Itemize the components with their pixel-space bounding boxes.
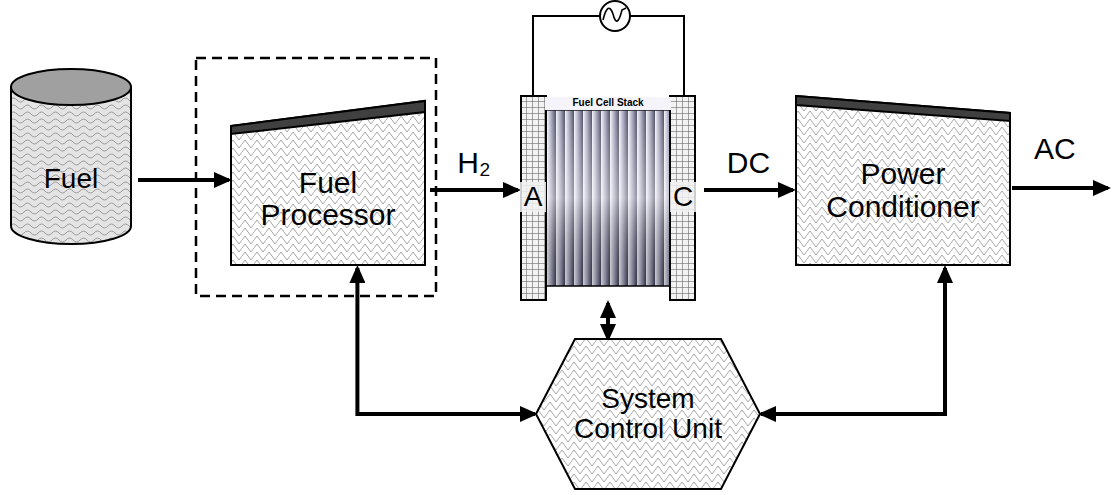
box-face: [796, 96, 1010, 265]
flow-arrow: [761, 268, 945, 414]
dashed-boundary: [196, 58, 436, 296]
output-label: AC: [1034, 134, 1076, 164]
box-face: [231, 101, 425, 265]
hexagon-face: [536, 339, 760, 489]
text-holder: Fuel Processor: [230, 100, 426, 266]
tank-lid: [11, 69, 131, 105]
output-arrow: [1012, 186, 1108, 190]
node-text: Fuel: [44, 164, 98, 194]
fuel-processor-box: Fuel Processor: [230, 100, 426, 266]
flow-label: H₂: [457, 148, 490, 178]
fuel-tank: Fuel: [10, 68, 132, 244]
anode-plate: [521, 96, 546, 300]
node-text: System Control Unit: [573, 384, 723, 444]
power-conditioner-box: Power Conditioner: [795, 95, 1011, 266]
electrode-label: A: [520, 182, 546, 212]
box-top-band: [231, 101, 425, 134]
electrode-label: C: [670, 182, 696, 212]
tank-body: [11, 86, 131, 244]
fuel-cell-stack: Fuel Cell StackA C: [520, 95, 696, 301]
text-holder: Power Conditioner: [795, 95, 1011, 266]
node-text: Power Conditioner: [805, 158, 1001, 223]
flow-label: DC: [727, 148, 770, 178]
flow-arrow: [704, 188, 793, 192]
cathode-plate: [670, 96, 695, 300]
fuel-tank-outline: [10, 68, 132, 244]
cell-shading: [545, 110, 671, 286]
box-top-band: [796, 96, 1010, 121]
flow-arrow: [138, 178, 229, 182]
ac-source-symbol: [600, 1, 630, 31]
node-text: Fuel Processor: [240, 167, 416, 232]
control-unit-hexagon: System Control Unit: [535, 338, 761, 490]
flow-arrow: [357, 268, 535, 414]
flow-arrow: [430, 188, 518, 192]
text-holder: System Control Unit: [535, 338, 761, 490]
flow-arrow: [606, 303, 610, 339]
cell-layers: [545, 110, 671, 286]
stack-title: Fuel Cell Stack: [545, 97, 671, 110]
sine-wave-symbol: [603, 8, 626, 21]
text-holder: Fuel: [10, 68, 132, 244]
